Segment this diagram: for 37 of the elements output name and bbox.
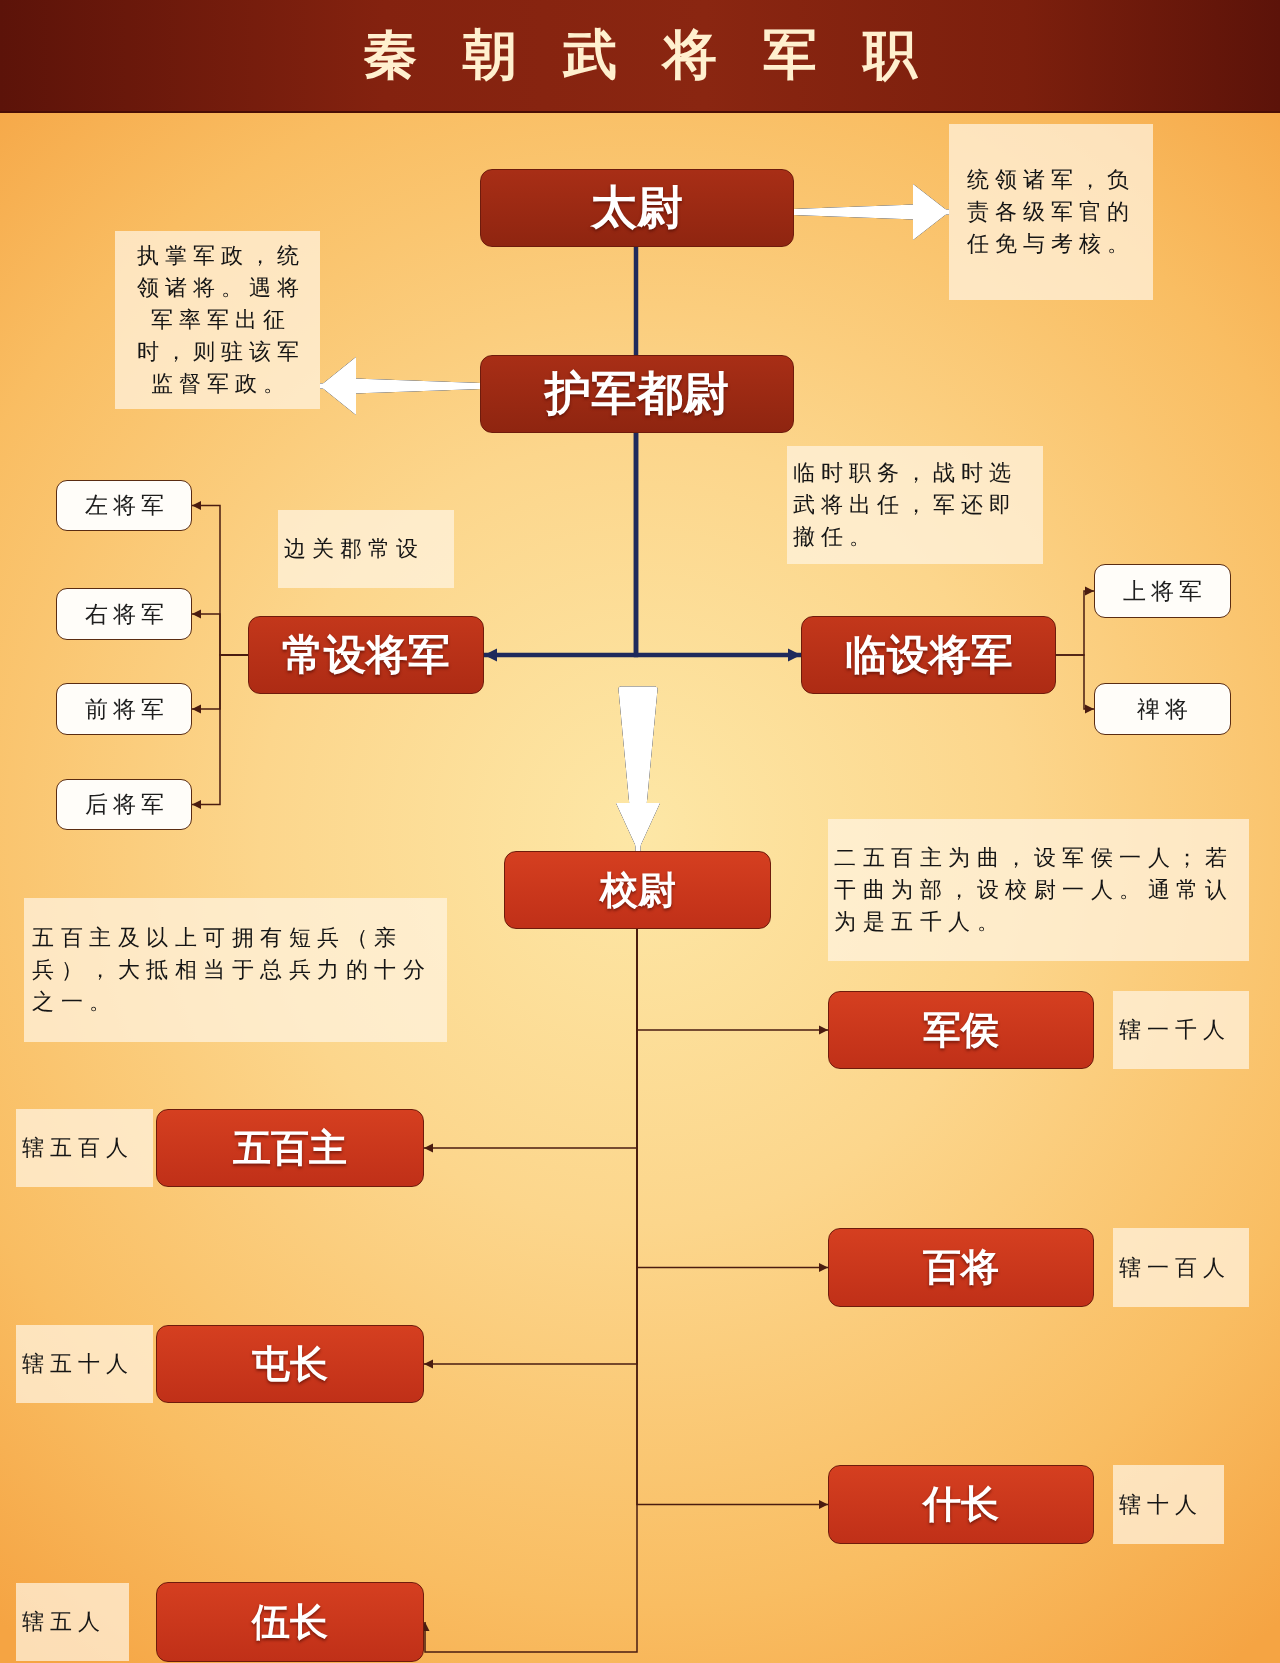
rank-box: 五百主 [156,1109,424,1187]
arrow [633,433,801,662]
block-arrow [791,184,952,240]
note-box: 二五百主为曲，设军侯一人；若干曲为部，设校尉一人。通常认为是五千人。 [828,819,1249,961]
note-box: 临时职务，战时选武将出任，军还即撤任。 [787,446,1043,564]
note-box: 辖一百人 [1113,1228,1249,1307]
note-box: 五百主及以上可拥有短兵（亲兵），大抵相当于总兵力的十分之一。 [24,898,447,1042]
rank-box: 临设将军 [801,616,1056,694]
note-box: 边关郡常设 [278,510,454,588]
title-banner: 秦朝武将军职 [0,0,1280,113]
note-box: 统领诸军，负责各级军官的任免与考核。 [949,124,1153,300]
note-box: 辖五百人 [16,1109,153,1187]
sub-rank-box: 后将军 [56,779,192,830]
sub-rank-box: 右将军 [56,588,192,640]
note-box: 辖十人 [1113,1465,1224,1544]
rank-box: 百将 [828,1228,1094,1307]
rank-box: 校尉 [504,851,771,929]
note-box: 辖五人 [16,1583,129,1661]
arrow [1055,654,1095,714]
note-box: 执掌军政，统领诸将。遇将军率军出征时，则驻该军监督军政。 [115,231,320,409]
sub-rank-box: 禆将 [1094,683,1231,735]
rank-box: 太尉 [480,169,794,247]
connector-line [633,247,639,355]
rank-box: 什长 [828,1465,1094,1544]
rank-box: 伍长 [156,1582,424,1662]
sub-rank-box: 上将军 [1094,564,1231,618]
rank-box: 常设将军 [248,616,484,694]
rank-box: 护军都尉 [480,355,794,433]
note-box: 辖五十人 [16,1325,153,1403]
block-arrow [317,357,483,415]
note-box: 辖一千人 [1113,991,1249,1069]
arrow [191,654,249,809]
block-arrow [616,686,660,854]
sub-rank-box: 左将军 [56,480,192,531]
sub-rank-box: 前将军 [56,683,192,735]
rank-box: 屯长 [156,1325,424,1403]
rank-box: 军侯 [828,991,1094,1069]
